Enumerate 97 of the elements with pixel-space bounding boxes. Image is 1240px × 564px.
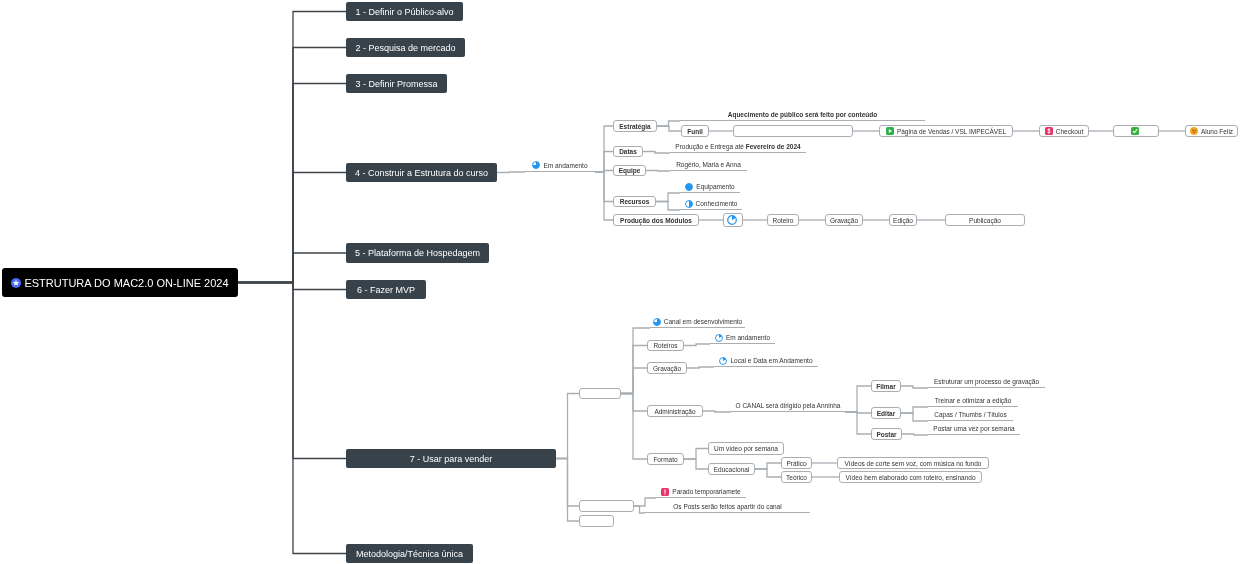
connector-line (698, 219, 724, 221)
topic-label: Metodologia/Técnica única (355, 548, 464, 559)
main-topic-box (346, 2, 463, 21)
connector-line (742, 219, 768, 221)
connector-line (237, 281, 347, 555)
topic-box (767, 214, 799, 226)
topic-box (613, 196, 656, 207)
central-topic (2, 268, 238, 297)
topic-box (647, 405, 703, 417)
topic-label: 7 - Usar para vender (409, 453, 493, 464)
underlined-topic (928, 377, 1045, 388)
connector-line (900, 385, 929, 389)
topic-box (781, 471, 812, 483)
connector-line (916, 219, 946, 221)
topic-box (871, 428, 902, 440)
connector-line (683, 458, 709, 470)
connector-line (645, 169, 671, 172)
topic-box (647, 453, 684, 465)
connector-line (811, 462, 838, 464)
underlined-topic (680, 110, 925, 121)
connector-line (844, 411, 872, 435)
topic-label: 4 - Construir a Estrutura do curso (354, 167, 489, 178)
topic-label: 6 - Fazer MVP (357, 284, 415, 295)
topic-box (708, 463, 755, 475)
topic-box (613, 120, 657, 132)
topic-box (825, 214, 863, 226)
topic-box (1113, 125, 1159, 137)
underlined-topic (670, 142, 806, 153)
topic-box (879, 125, 1013, 137)
connector-line (683, 343, 711, 347)
underlined-topic (645, 502, 810, 513)
underlined-topic (731, 401, 845, 412)
underlined-topic (714, 356, 818, 367)
topic-box (579, 500, 634, 512)
main-topic-box (346, 544, 473, 563)
topic-box (837, 457, 989, 469)
topic-box (681, 125, 709, 137)
connector-line (862, 219, 890, 221)
underlined-topic (525, 160, 595, 172)
topic-box (613, 165, 646, 176)
main-topic-box (346, 243, 489, 263)
main-topic-box (346, 280, 426, 299)
topic-box (708, 442, 784, 455)
topic-box (945, 214, 1025, 226)
topic-box (733, 125, 853, 137)
connector-line (1158, 130, 1186, 132)
underlined-topic (928, 424, 1020, 435)
topic-label: ESTRUTURA DO MAC2.0 ON-LINE 2024 (24, 276, 229, 289)
topic-box (613, 214, 699, 226)
topic-label: 2 - Pesquisa de mercado (355, 42, 456, 53)
topic-box (613, 146, 643, 157)
topic-box (579, 388, 621, 399)
underlined-topic (656, 487, 746, 498)
connector-line (702, 410, 732, 413)
topic-label: 5 - Plataforma de Hospedagem (354, 248, 481, 258)
underlined-topic (680, 182, 740, 193)
connector-line (1088, 130, 1114, 132)
connector-line (900, 412, 929, 422)
underlined-topic (650, 317, 745, 328)
connector-line (852, 130, 880, 132)
connector-line (620, 392, 648, 460)
topic-label: 3 - Definir Promessa (355, 78, 438, 89)
connector-line (633, 505, 646, 514)
topic-label: 1 - Definir o Público-alvo (355, 6, 454, 17)
underlined-topic (710, 333, 775, 344)
underlined-topic (928, 410, 1013, 421)
topic-box (781, 457, 812, 469)
underlined-topic (680, 199, 742, 210)
connector-line (642, 150, 671, 154)
connector-line (708, 130, 734, 132)
connector-line (655, 200, 681, 211)
topic-box (579, 515, 614, 527)
topic-box (871, 380, 901, 392)
topic-box (839, 471, 982, 483)
main-topic-box (346, 74, 447, 93)
connector-line (555, 457, 580, 522)
topic-box (723, 213, 743, 227)
topic-box (647, 362, 687, 374)
main-topic-box (346, 449, 556, 468)
underlined-topic (670, 160, 747, 171)
topic-box (1039, 125, 1089, 137)
connector-line (496, 171, 526, 174)
connector-line (754, 468, 782, 478)
connector-line (656, 125, 682, 132)
connector-line (798, 219, 826, 221)
connector-line (811, 476, 840, 478)
connector-line (901, 433, 929, 436)
connector-line (686, 366, 715, 369)
topic-box (1185, 125, 1238, 137)
connector-line (1012, 130, 1040, 132)
topic-box (871, 407, 901, 419)
main-topic-box (346, 163, 497, 182)
connector-line (594, 171, 614, 221)
main-topic-box (346, 38, 465, 57)
underlined-topic (928, 396, 1018, 407)
topic-box (647, 340, 684, 351)
topic-box (889, 214, 917, 226)
